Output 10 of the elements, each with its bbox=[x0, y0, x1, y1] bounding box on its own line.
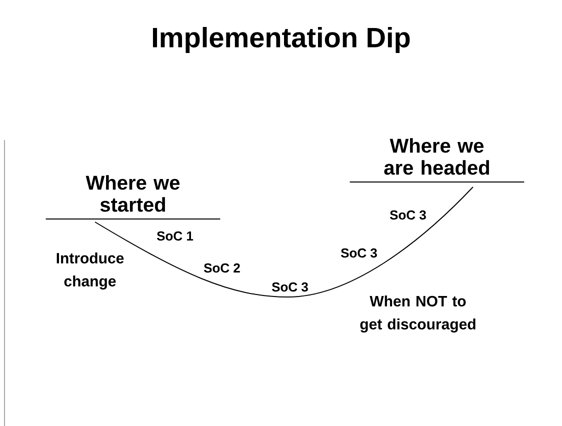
level-label: Where we are headed bbox=[349, 138, 525, 182]
stage-label: SoC 3 bbox=[390, 210, 426, 220]
dip-curve bbox=[94, 186, 474, 298]
stage-label: SoC 3 bbox=[340, 248, 377, 258]
stage-label: SoC 2 bbox=[204, 263, 240, 273]
note-label: When NOT to get discouraged bbox=[360, 295, 476, 333]
level-label: Where we started bbox=[45, 175, 221, 220]
title: Implementation Dip bbox=[152, 26, 410, 54]
note-label: Introduce change bbox=[56, 252, 124, 290]
stage-label: SoC 3 bbox=[272, 282, 308, 292]
